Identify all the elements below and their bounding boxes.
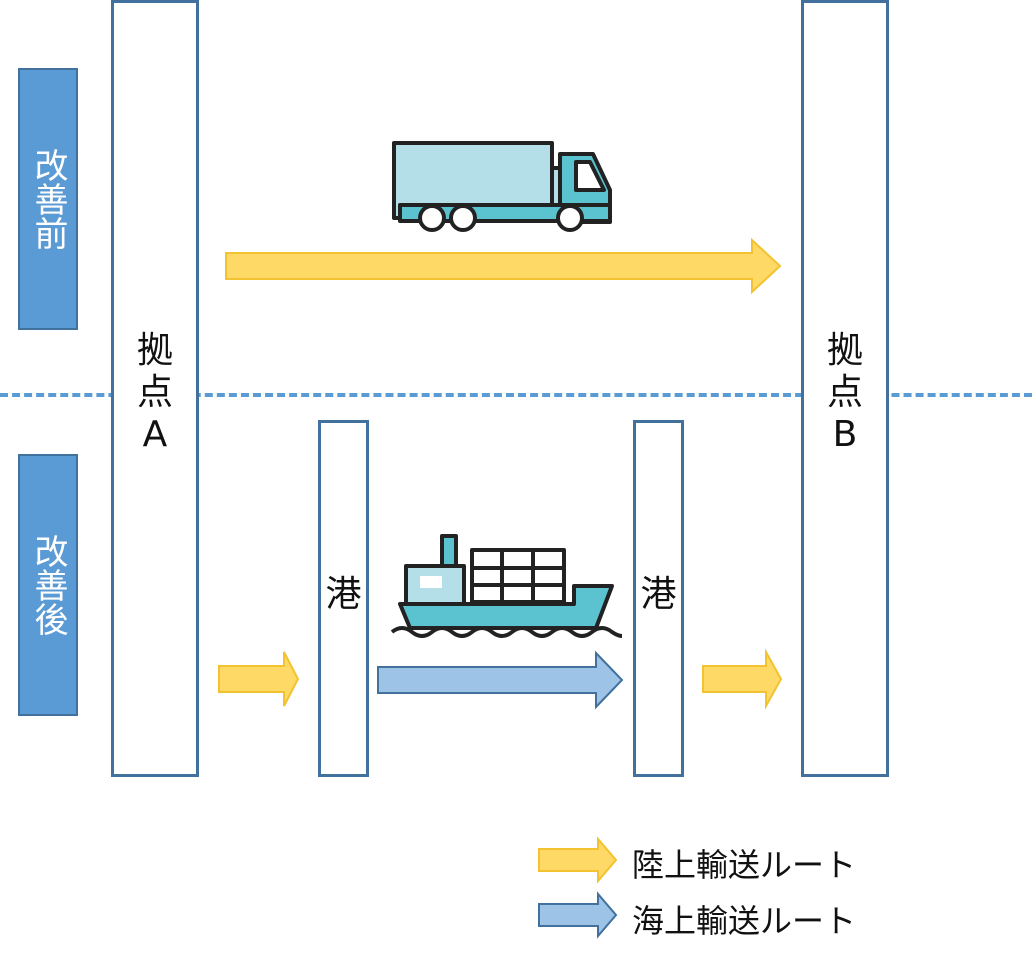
truck-icon: [392, 141, 612, 232]
base-a-char2: 点: [136, 371, 173, 413]
base-a-char3: A: [142, 413, 168, 455]
label-before: 改善前: [18, 68, 78, 330]
base-b-char3: B: [832, 413, 858, 455]
legend-land-arrow: [538, 836, 618, 884]
legend-sea-arrow: [538, 891, 618, 939]
land-arrow-to-port: [218, 651, 300, 707]
base-b-label: 拠 点 B: [827, 330, 863, 456]
port-left-label: 港: [325, 574, 361, 616]
base-b: 拠 点 B: [801, 0, 889, 777]
base-a: 拠 点 A: [111, 0, 199, 777]
base-a-label: 拠 点 A: [137, 330, 173, 456]
legend-sea-label: 海上輸送ルート: [632, 902, 857, 940]
label-after-text: 改善後: [28, 534, 68, 636]
port-right: 港: [633, 420, 684, 777]
land-arrow-from-port: [702, 648, 783, 710]
label-before-text: 改善前: [28, 148, 68, 250]
legend-land-label: 陸上輸送ルート: [632, 846, 857, 884]
label-after: 改善後: [18, 454, 78, 716]
base-b-char1: 拠: [826, 329, 863, 371]
land-arrow-before: [225, 237, 782, 295]
port-left: 港: [318, 420, 369, 777]
base-b-char2: 点: [826, 371, 863, 413]
base-a-char1: 拠: [136, 329, 173, 371]
sea-arrow: [377, 650, 624, 710]
port-right-text: 港: [640, 573, 677, 615]
cargo-ship-icon: [390, 534, 623, 638]
port-left-text: 港: [325, 573, 362, 615]
section-divider: [0, 393, 1032, 397]
port-right-label: 港: [640, 574, 676, 616]
